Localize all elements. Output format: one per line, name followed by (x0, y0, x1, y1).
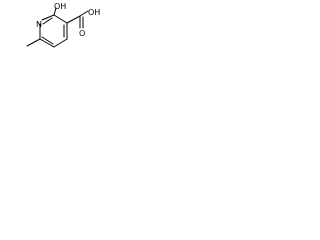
bond-ring-c5-c6 (39, 38, 55, 48)
label-carboxyl-oh: OH (88, 8, 100, 17)
bond-carboxyl-c-oh (79, 10, 89, 17)
label-hydroxyl: OH (54, 2, 66, 11)
label-ring-nitrogen: N (36, 20, 42, 29)
bond-ring-c2-c3 (53, 14, 68, 24)
label-carbonyl-o: O (79, 29, 85, 38)
bond-ring-n-c2-inner (42, 17, 53, 25)
bond-ring-n-c2 (41, 14, 55, 21)
bond-ring-c5-c6-inner (41, 36, 54, 45)
bond-c2-hydroxyl (53, 7, 57, 16)
bond-c3-carboxyl-c (66, 15, 81, 24)
bond-ring-c4-c5 (53, 38, 68, 48)
structural-formula: OH N OH O (26, 2, 100, 48)
bond-c6-methyl (26, 38, 41, 47)
